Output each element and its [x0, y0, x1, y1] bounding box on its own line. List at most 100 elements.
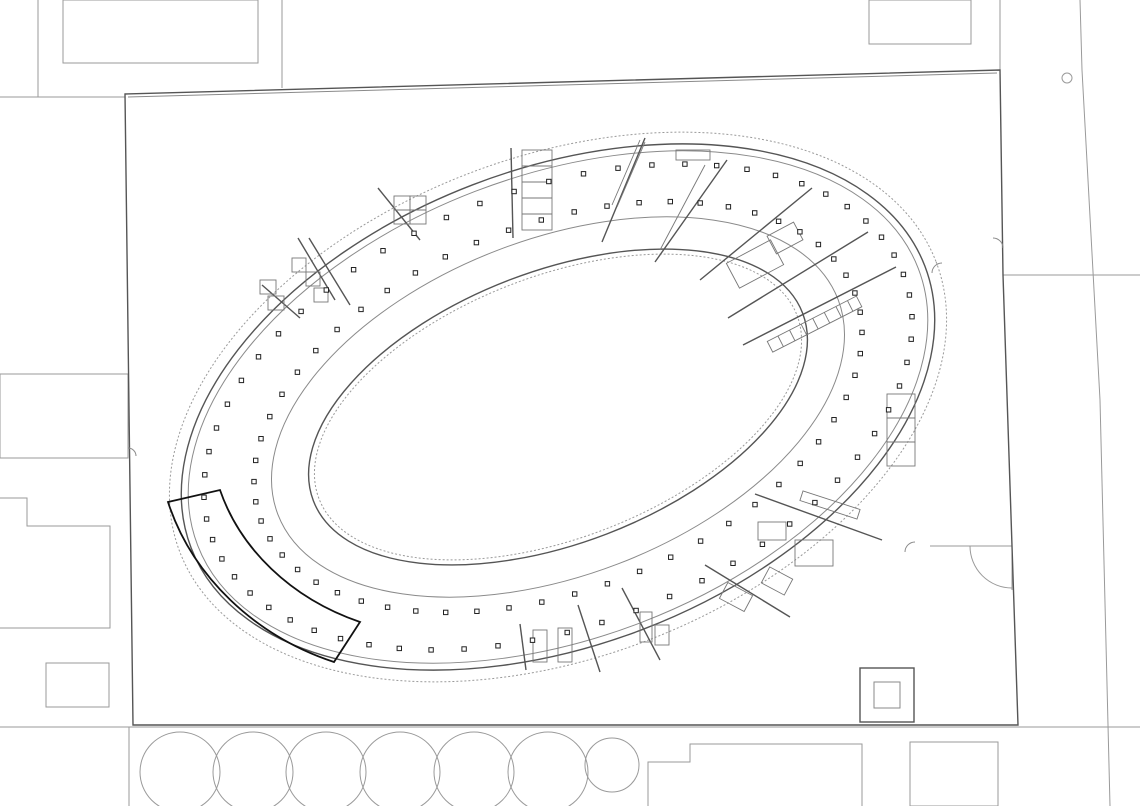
- table: [794, 539, 834, 567]
- door-swing: [127, 447, 137, 457]
- neighbour-building: [930, 545, 1013, 590]
- column: [298, 308, 304, 315]
- column: [266, 604, 272, 611]
- column: [461, 646, 467, 652]
- meeting-table: [766, 221, 804, 255]
- column: [396, 645, 403, 652]
- column: [857, 309, 863, 315]
- column: [442, 254, 449, 260]
- column: [380, 248, 386, 254]
- column: [411, 230, 417, 237]
- shelving: [659, 164, 706, 251]
- column: [772, 172, 779, 179]
- column: [275, 331, 282, 337]
- column: [253, 499, 259, 505]
- desk: [532, 629, 548, 663]
- column: [337, 635, 344, 642]
- door-swing: [904, 541, 916, 553]
- column: [815, 439, 822, 445]
- column: [604, 203, 610, 209]
- column: [538, 217, 544, 223]
- partition-wall: [519, 623, 527, 671]
- column: [231, 574, 238, 580]
- column: [477, 200, 483, 207]
- partition-wall: [727, 231, 869, 319]
- bench-row: [766, 295, 863, 353]
- column: [529, 637, 536, 643]
- plot-outline-inner: [127, 72, 998, 98]
- column: [725, 204, 732, 210]
- column: [572, 591, 578, 597]
- column: [636, 200, 642, 206]
- column: [384, 604, 391, 610]
- column: [776, 481, 782, 488]
- desk: [313, 287, 329, 303]
- column: [831, 256, 837, 262]
- column: [580, 171, 587, 177]
- tree: [433, 731, 515, 806]
- partition-wall: [297, 237, 336, 301]
- column: [443, 609, 449, 616]
- column: [775, 218, 782, 225]
- column: [852, 372, 858, 379]
- column: [238, 377, 245, 384]
- tree: [139, 731, 221, 806]
- neighbour-building: [62, 0, 259, 64]
- desk: [259, 279, 277, 295]
- column: [313, 347, 319, 354]
- column: [313, 579, 319, 585]
- counter: [799, 490, 861, 520]
- partition-wall: [308, 237, 351, 306]
- column: [258, 518, 264, 524]
- column: [744, 166, 750, 173]
- column: [812, 499, 818, 506]
- column: [871, 430, 878, 437]
- column: [473, 239, 480, 246]
- column: [564, 629, 570, 636]
- partition-wall: [754, 493, 883, 541]
- desk: [557, 627, 573, 663]
- partition-wall: [742, 266, 897, 346]
- column: [649, 162, 655, 168]
- partition-wall: [577, 604, 601, 673]
- column: [287, 617, 293, 623]
- column: [213, 425, 220, 431]
- column: [506, 605, 512, 611]
- column: [279, 552, 285, 558]
- column: [863, 218, 869, 224]
- column: [859, 329, 865, 336]
- column: [599, 619, 605, 626]
- column: [834, 477, 841, 483]
- door-swing: [992, 237, 1004, 249]
- desk: [393, 195, 411, 211]
- column: [247, 590, 253, 596]
- column: [539, 599, 545, 605]
- column: [615, 165, 621, 171]
- table: [760, 566, 794, 596]
- column: [224, 401, 231, 407]
- room-partitions: [261, 137, 897, 673]
- column: [885, 407, 892, 413]
- site-boundary: [124, 69, 1019, 726]
- neighbour-building: [909, 741, 999, 806]
- column: [428, 647, 434, 653]
- column: [906, 292, 913, 298]
- kiosk: [859, 667, 915, 723]
- column: [857, 350, 863, 357]
- column: [311, 627, 317, 633]
- column: [904, 359, 910, 366]
- neighbour-building: [647, 743, 863, 806]
- column: [267, 413, 273, 420]
- desk: [305, 271, 321, 287]
- column: [203, 516, 210, 522]
- desk: [654, 624, 670, 646]
- column: [823, 191, 829, 197]
- desk: [409, 195, 427, 211]
- column: [752, 501, 758, 508]
- column: [787, 521, 793, 527]
- column: [667, 198, 673, 205]
- neighbour-building: [45, 662, 110, 708]
- partition-wall: [699, 187, 813, 281]
- column: [294, 566, 301, 573]
- column: [255, 354, 262, 360]
